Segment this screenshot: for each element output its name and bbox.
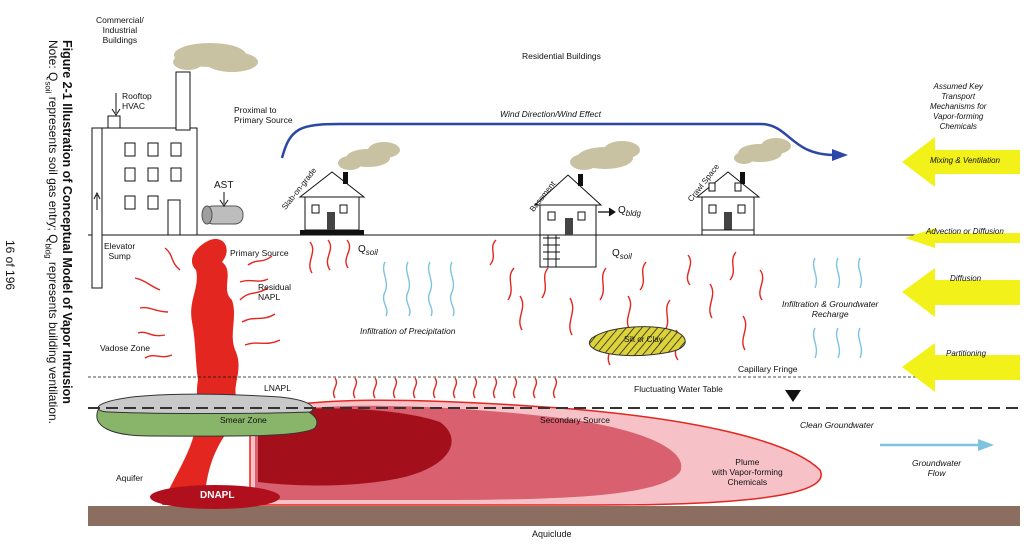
wind-effect-label: Wind Direction/Wind Effect [500,109,601,119]
ast-tank [201,192,244,225]
figure-note: Note: Qsoil represents soil gas entry; Q… [41,40,60,424]
legend-partitioning: Partitioning [946,349,987,358]
wind-direction-arrow [280,122,836,159]
vadose-zone-label: Vadose Zone [100,343,150,353]
page-number: 16 of 196 [3,240,17,291]
lnapl-lens [97,393,314,414]
silt-clay-label: Silt or Clay [624,335,663,344]
ast-label: AST [214,180,234,191]
primary-source-label: Primary Source [230,248,289,258]
aquifer-label: Aquifer [116,473,143,483]
crawl-space-house [695,171,761,236]
q-soil-label-2: Qsoil [612,248,632,261]
legend-diffusion: Diffusion [950,274,982,283]
secondary-source-arrows [332,377,558,399]
legend-mixing-ventilation: Mixing & Ventilation [930,156,1000,165]
groundwater-flow-arrowhead-icon [978,439,994,451]
legend-yellow-arrows [902,137,1020,392]
infiltration-precipitation-label: Infiltration of Precipitation [360,326,456,336]
capillary-fringe-label: Capillary Fringe [738,364,798,374]
aquiclude-layer [88,506,1020,526]
q-soil-label-1: Qsoil [358,244,378,257]
commercial-building [91,71,198,289]
dnapl-label: DNAPL [200,490,235,501]
dnapl-pool [150,485,280,509]
figure-caption: Figure 2-1 Illustration of Conceptual Mo… [41,40,74,424]
note-text-2: represents soil gas entry; Q [46,93,60,244]
infiltration-arrows [382,257,863,359]
q-bldg-label: Qbldg [618,205,641,218]
residential-buildings-label: Residential Buildings [522,51,601,61]
smoke-clouds [173,43,791,170]
fluctuating-water-table-label: Fluctuating Water Table [634,384,723,394]
slab-on-grade-house [298,171,366,235]
figure-title: Figure 2-1 Illustration of Conceptual Mo… [60,40,74,404]
legend-advection-diffusion: Advection or Diffusion [926,227,1004,236]
smear-zone-label: Smear Zone [220,415,267,425]
wind-arrowhead-icon [832,149,848,161]
silt-clay-lens [588,326,686,357]
clean-groundwater-label: Clean Groundwater [800,420,874,430]
napl-column [162,239,239,505]
note-text-1: Note: Q [46,40,60,82]
note-sub-bldg: bldg [43,243,53,259]
note-sub-soil: soil [43,81,53,94]
note-text-3: represents building ventilation. [46,258,60,425]
water-table-marker-icon [785,390,801,402]
lnapl-label: LNAPL [264,383,291,393]
aquiclude-label: Aquiclude [532,529,572,539]
secondary-source-label: Secondary Source [540,415,610,425]
basement-house [533,174,616,268]
